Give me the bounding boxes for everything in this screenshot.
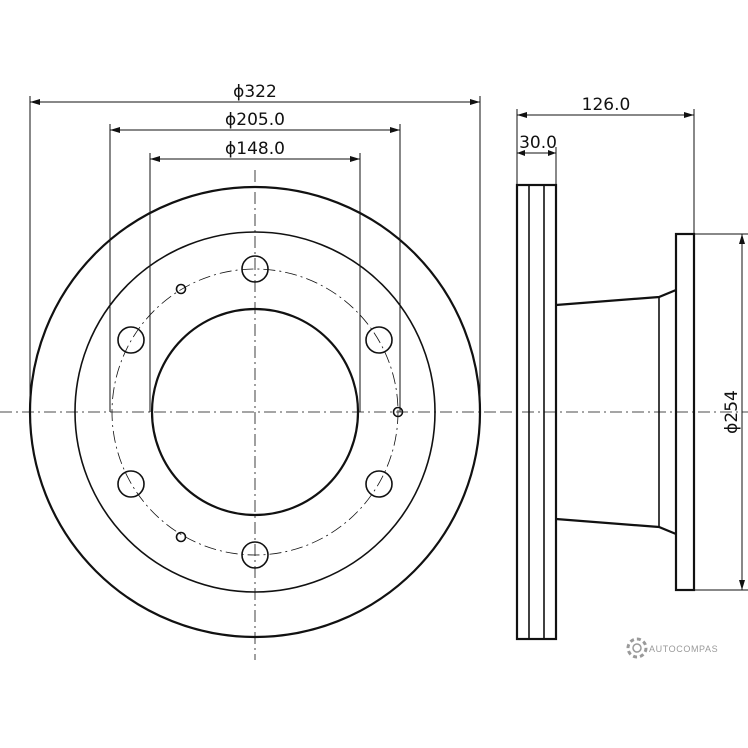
bolt-hole <box>117 326 145 354</box>
bolt-hole <box>117 470 145 498</box>
hat-diameter-label: ϕ254 <box>722 390 742 434</box>
dimension-center-bore: ϕ148.0 <box>149 139 361 412</box>
bolt-hole <box>241 255 269 283</box>
hat-top-contour <box>555 288 677 307</box>
dimension-bolt-circle: ϕ205.0 <box>109 110 401 412</box>
dimension-overall-height: 126.0 <box>516 95 695 234</box>
gear-icon <box>626 637 648 659</box>
bolt-circle-label: ϕ205.0 <box>225 110 285 130</box>
locating-hole <box>175 283 187 295</box>
center-bore-label: ϕ148.0 <box>225 139 285 159</box>
dimension-outer-diameter: ϕ322 <box>29 82 481 412</box>
overall-height-label: 126.0 <box>582 95 631 115</box>
disc-thickness-label: 30.0 <box>519 133 557 153</box>
friction-ring-inner-circle <box>74 231 436 593</box>
watermark-text: AUTOCOMPAS <box>649 644 718 654</box>
bolt-hole <box>365 326 393 354</box>
front-view <box>0 170 500 660</box>
locating-hole <box>175 531 187 543</box>
bolt-hole <box>365 470 393 498</box>
locating-hole <box>392 406 404 418</box>
dimension-hat-diameter: ϕ254 <box>694 233 748 591</box>
side-view <box>500 183 748 641</box>
outer-diameter-label: ϕ322 <box>233 82 277 102</box>
center-bore-circle <box>150 307 360 517</box>
watermark: AUTOCOMPAS <box>626 637 718 659</box>
bolt-circle <box>111 268 399 556</box>
dimension-disc-thickness: 30.0 <box>517 133 557 185</box>
bolt-hole <box>241 541 269 569</box>
hat-bottom-contour <box>555 517 677 536</box>
